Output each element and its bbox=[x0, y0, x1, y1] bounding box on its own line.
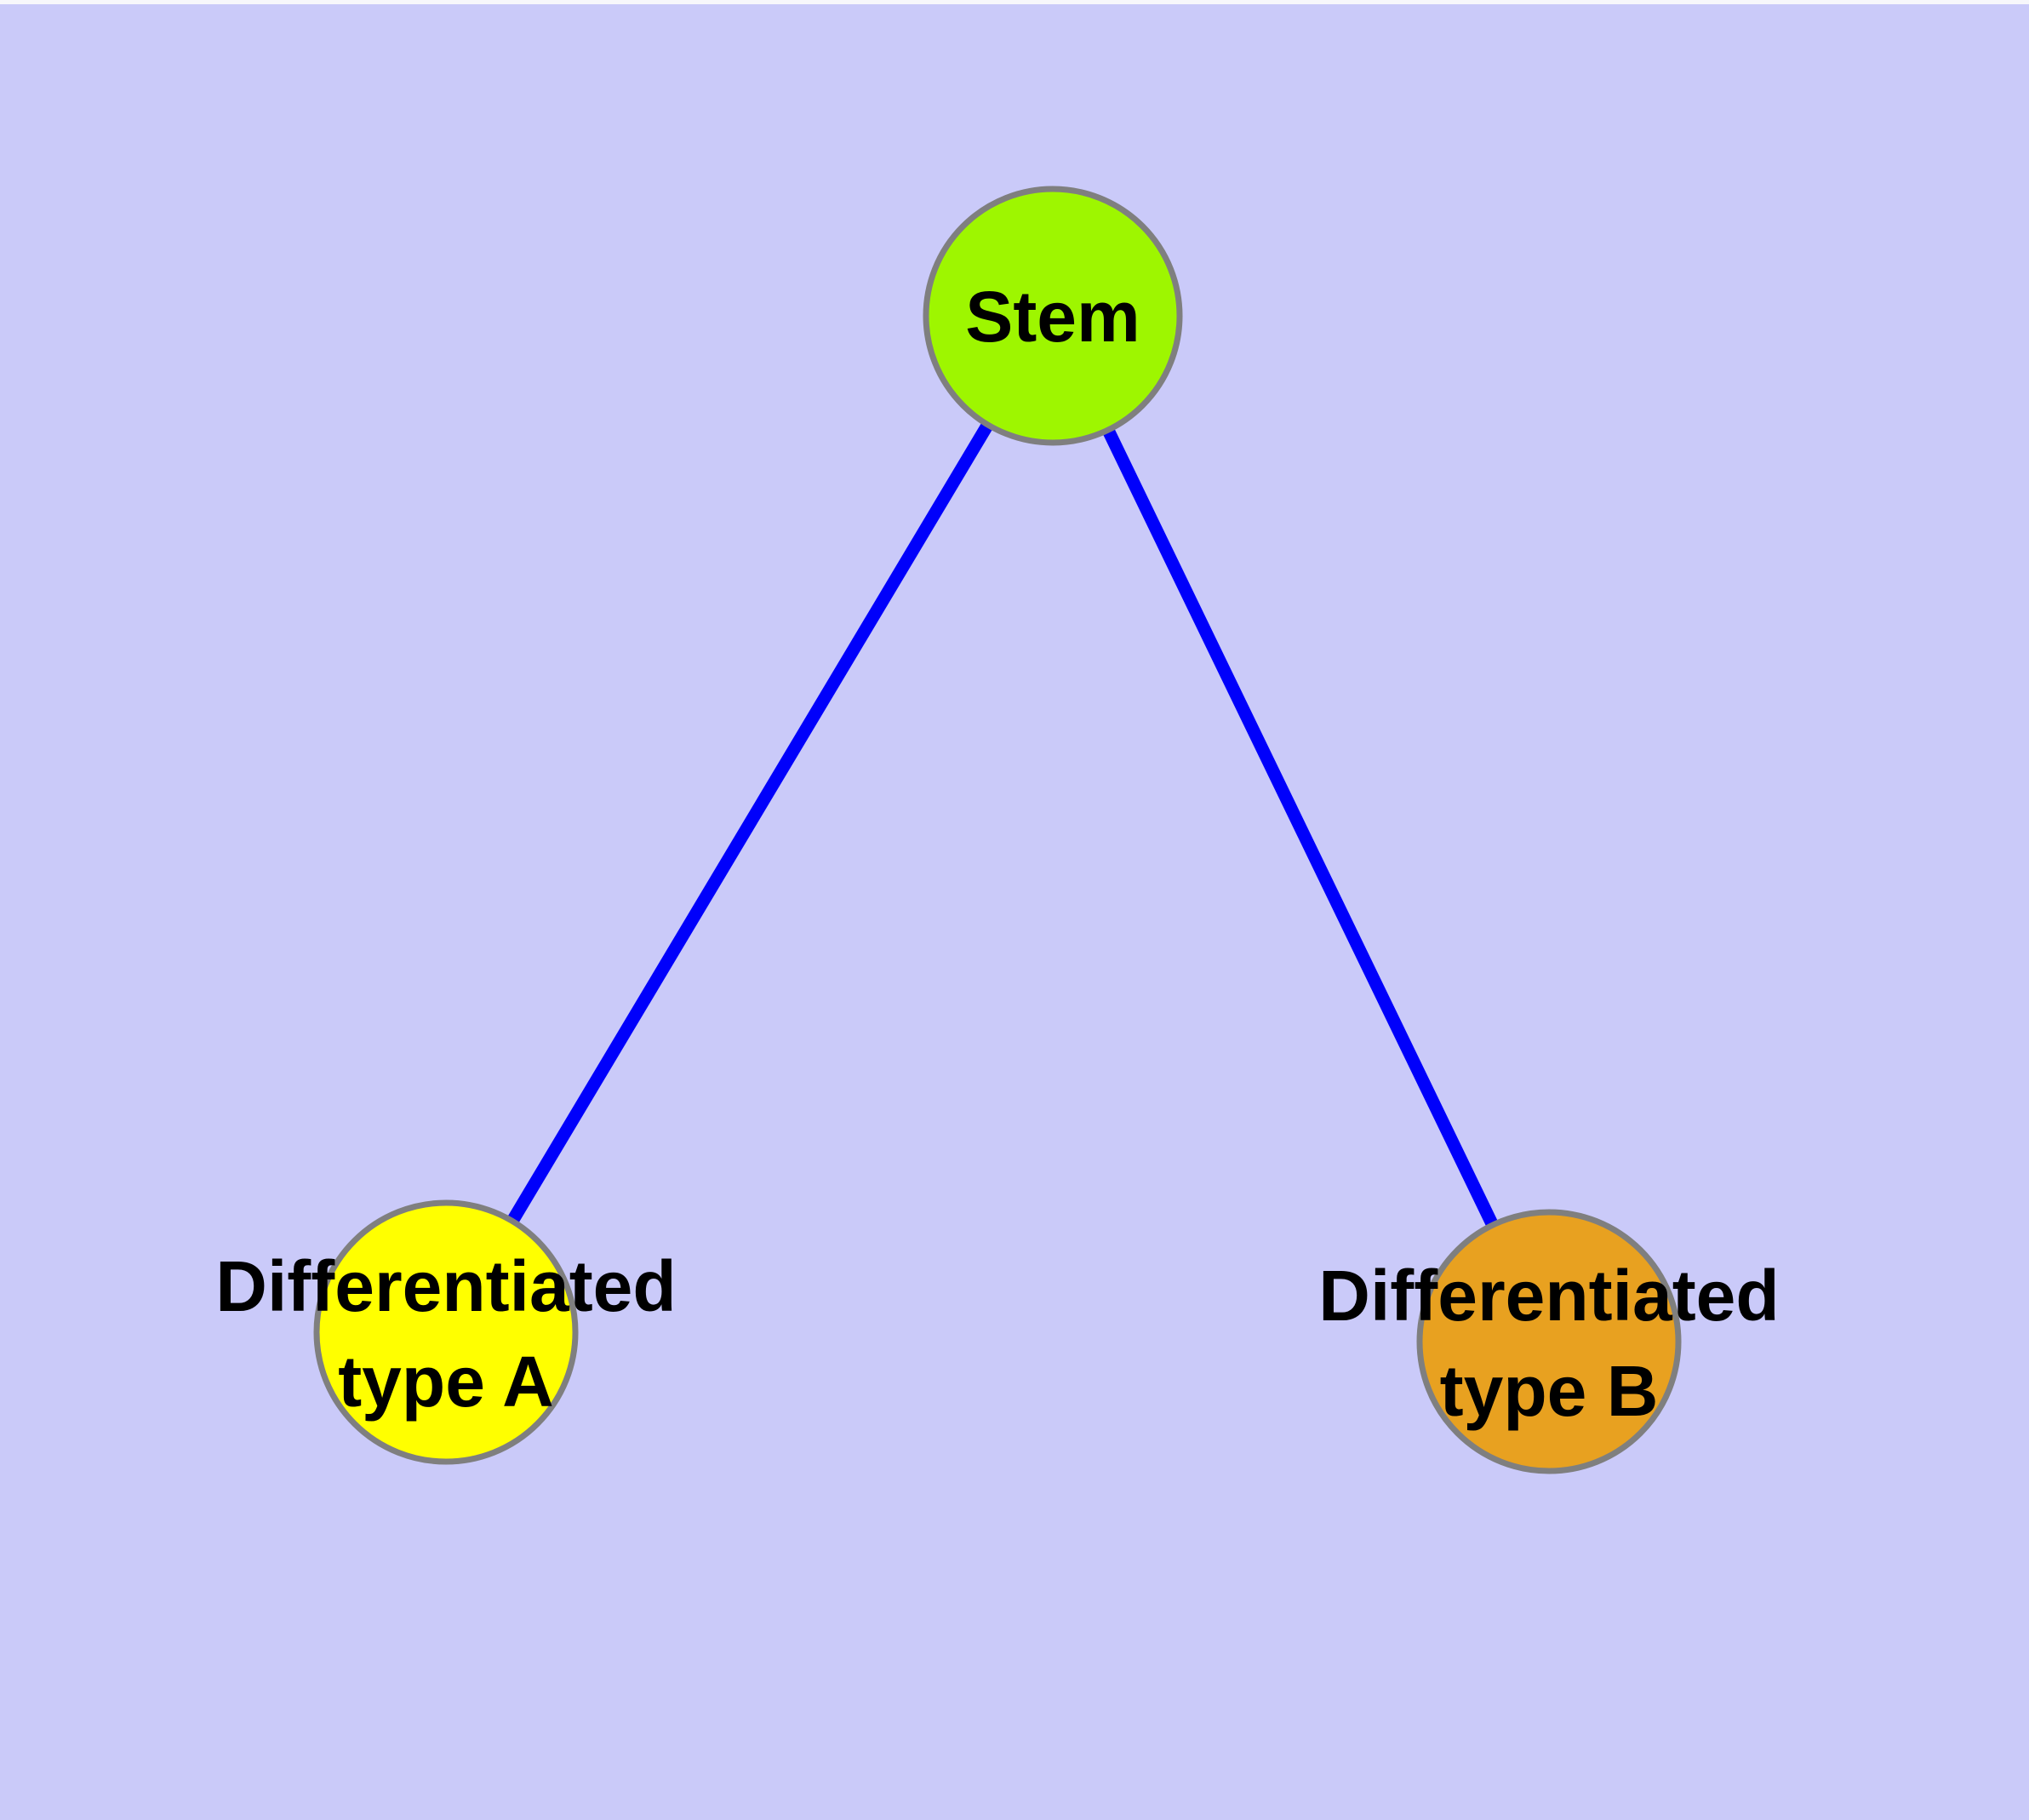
node-type-b-label-line2: type B bbox=[1440, 1351, 1659, 1431]
node-stem-label: Stem bbox=[965, 277, 1140, 357]
edge-stem-to-type-b bbox=[1047, 312, 1555, 1345]
node-type-b-label-line1: Differentiated bbox=[1318, 1256, 1779, 1336]
node-differentiated-type-a bbox=[313, 1199, 579, 1465]
node-type-a-label-line2: type A bbox=[338, 1342, 554, 1422]
top-margin-strip bbox=[0, 0, 2029, 4]
node-stem bbox=[923, 186, 1183, 446]
node-differentiated-type-b bbox=[1416, 1209, 1682, 1474]
node-type-a-label-line1: Differentiated bbox=[215, 1246, 676, 1326]
edge-stem-to-type-a bbox=[440, 312, 1059, 1336]
